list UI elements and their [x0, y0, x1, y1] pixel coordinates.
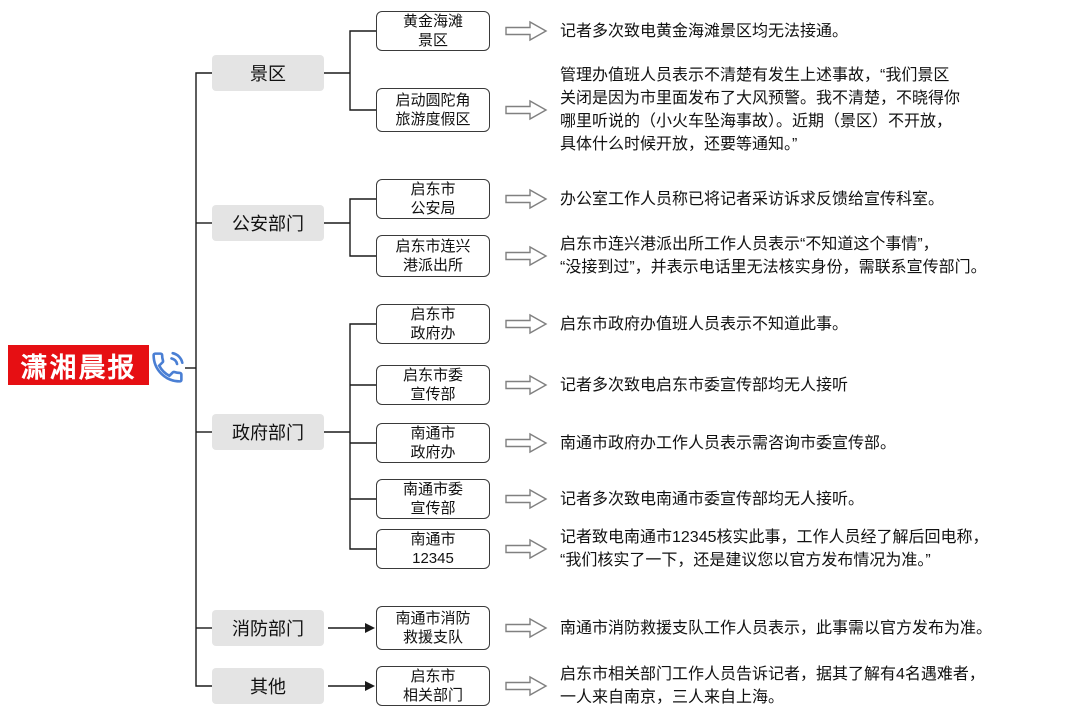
org-box-nantong-government-office: 南通市 政府办 [376, 423, 490, 463]
org-box-qidong-public-security: 启东市 公安局 [376, 179, 490, 219]
org-box-huangjin-beach: 黄金海滩 景区 [376, 11, 490, 51]
org-box-lianxing-port-police: 启东市连兴 港派出所 [376, 235, 490, 277]
flow-arrow-icon [505, 618, 547, 638]
scenic-bracket-line [324, 30, 376, 111]
org-box-nantong-fire-rescue: 南通市消防 救援支队 [376, 606, 490, 650]
org-box-qidong-related-dept: 启东市 相关部门 [376, 666, 490, 706]
category-public-security: 公安部门 [212, 205, 324, 241]
tree-connector-lines [185, 30, 376, 687]
response-qidong-public-security: 办公室工作人员称已将记者采访诉求反馈给宣传科室。 [560, 191, 945, 208]
flow-arrow-icon [505, 189, 547, 209]
response-nantong-fire-rescue: 南通市消防救援支队工作人员表示，此事需以官方发布为准。 [560, 620, 993, 637]
flow-arrow-icon [505, 314, 547, 334]
org-box-nantong-12345: 南通市 12345 [376, 529, 490, 569]
newspaper-logo: 潇湘晨报 [8, 345, 149, 385]
flow-arrow-icon [505, 21, 547, 41]
other-arrowhead-icon [365, 681, 375, 691]
response-nantong-12345: 记者致电南通市12345核实此事，工作人员经了解后回电称， “我们核实了一下，还… [560, 529, 989, 569]
flow-arrow-icon [505, 100, 547, 120]
flow-arrow-icon [505, 539, 547, 559]
fire-arrowhead-icon [365, 623, 375, 633]
flow-arrows [505, 21, 547, 696]
flow-arrow-icon [505, 676, 547, 696]
flow-arrow-icon [505, 246, 547, 266]
response-qidong-related-dept: 启东市相关部门工作人员告诉记者，据其了解有4名遇难者， 一人来自南京，三人来自上… [560, 666, 985, 706]
response-lianxing-port-police: 启东市连兴港派出所工作人员表示“不知道这个事情”， “没接到过”，并表示电话里无… [560, 236, 987, 276]
category-other: 其他 [212, 668, 324, 704]
response-qidong-government-office: 启东市政府办值班人员表示不知道此事。 [560, 316, 849, 333]
category-scenic-area: 景区 [212, 55, 324, 91]
flow-arrow-icon [505, 489, 547, 509]
main-trunk-line [195, 72, 212, 687]
response-nantong-propaganda-dept: 记者多次致电南通市委宣传部均无人接听。 [560, 491, 865, 508]
org-box-nantong-propaganda-dept: 南通市委 宣传部 [376, 479, 490, 519]
flow-arrow-icon [505, 375, 547, 395]
response-yuantuojiao-resort: 管理办值班人员表示不清楚有发生上述事故，“我们景区 关闭是因为市里面发布了大风预… [560, 67, 961, 153]
security-bracket-line [324, 198, 376, 257]
category-fire-department: 消防部门 [212, 610, 324, 646]
response-huangjin-beach: 记者多次致电黄金海滩景区均无法接通。 [560, 23, 849, 40]
org-box-yuantuojiao-resort: 启动圆陀角 旅游度假区 [376, 88, 490, 132]
category-government: 政府部门 [212, 414, 324, 450]
response-nantong-government-office: 南通市政府办工作人员表示需咨询市委宣传部。 [560, 435, 897, 452]
government-bracket-line [324, 323, 376, 550]
flow-arrow-icon [505, 433, 547, 453]
phone-icon [152, 351, 184, 383]
org-box-qidong-government-office: 启东市 政府办 [376, 304, 490, 344]
response-qidong-propaganda-dept: 记者多次致电启东市委宣传部均无人接听 [560, 377, 849, 394]
org-box-qidong-propaganda-dept: 启东市委 宣传部 [376, 365, 490, 405]
